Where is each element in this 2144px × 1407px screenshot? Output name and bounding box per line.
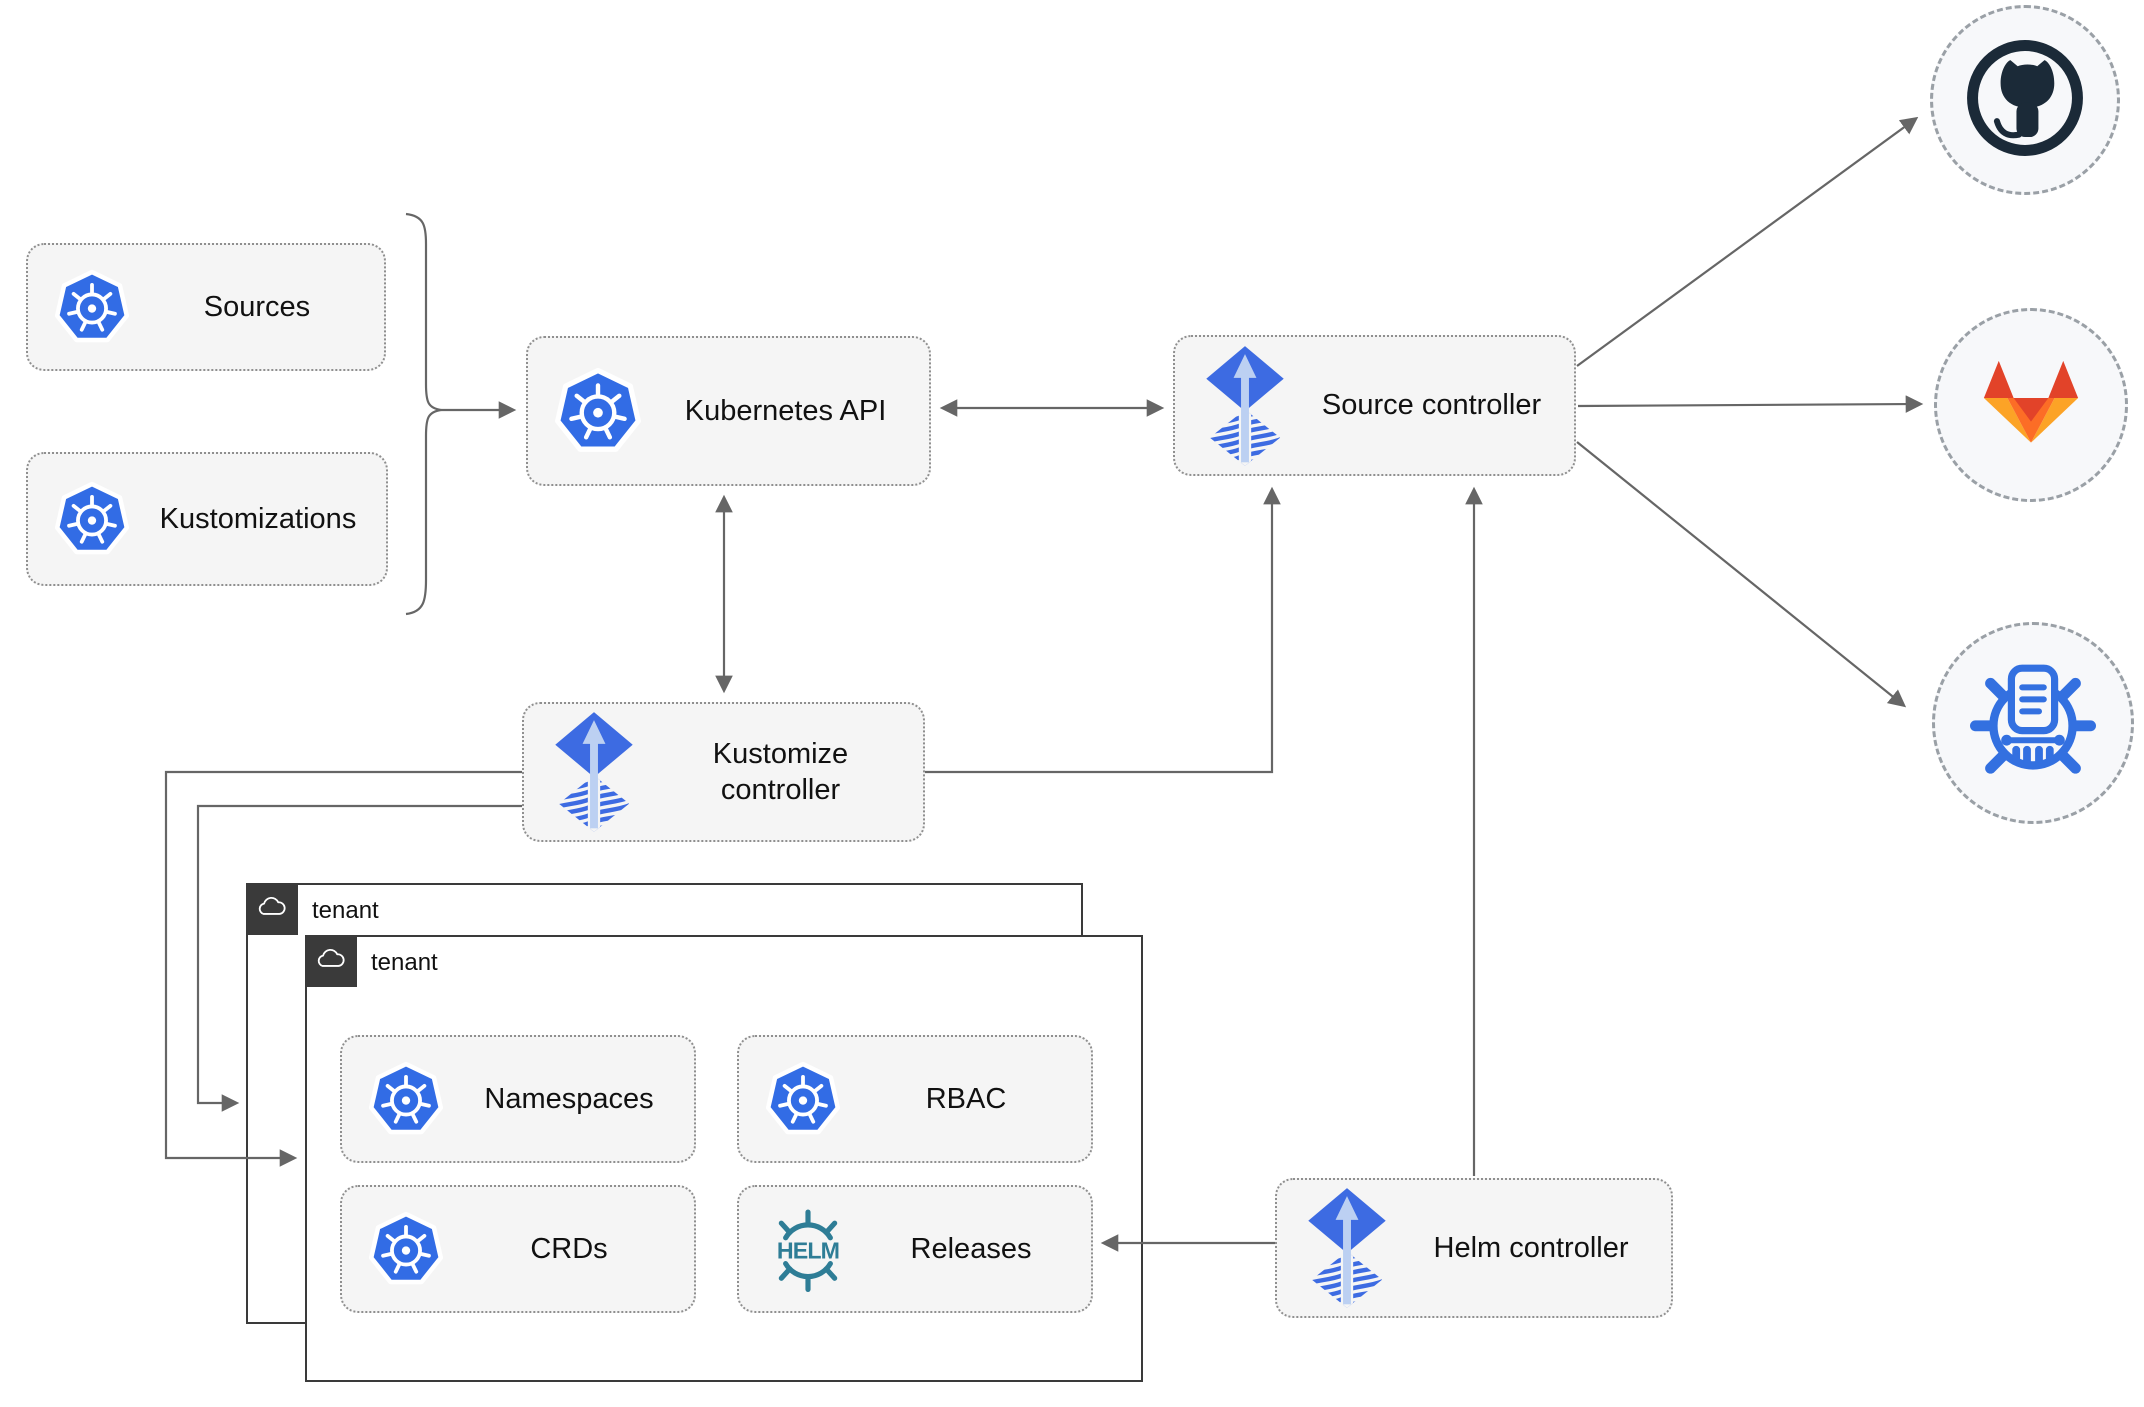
node-rbac-label: RBAC [925, 1082, 1007, 1115]
arrow-source-to-harbor [1576, 441, 1907, 708]
node-source-controller-label: Source controller [1321, 389, 1542, 422]
kubernetes-icon [554, 367, 642, 455]
tenant-tab [305, 935, 357, 987]
node-namespaces-label: Namespaces [484, 1082, 654, 1115]
gitlab-icon [1969, 353, 2093, 458]
node-kustomizations: Kustomizations [26, 452, 388, 586]
tenant-label: tenant [312, 897, 379, 924]
node-kubernetes-api: Kubernetes API [526, 336, 931, 486]
flux-icon [550, 712, 638, 832]
kubernetes-icon [368, 1061, 444, 1137]
arrow-source-to-gitlab [1577, 395, 1924, 413]
node-crds: CRDs [340, 1185, 696, 1313]
flux-icon [1303, 1188, 1391, 1308]
kubernetes-icon [368, 1211, 444, 1287]
flux-icon [1201, 346, 1289, 466]
node-helm-controller: Helm controller [1275, 1178, 1673, 1318]
github-icon [1964, 37, 2086, 164]
node-source-controller: Source controller [1173, 335, 1576, 476]
arrow-source-to-github [1576, 116, 1919, 367]
harbor-icon [1961, 649, 2105, 798]
remote-github [1930, 5, 2120, 195]
cloud-icon [256, 896, 288, 923]
node-crds-label: CRDs [530, 1232, 608, 1265]
kubernetes-icon [54, 269, 130, 345]
tenant-label: tenant [371, 949, 438, 976]
arrow-kustomize-to-source-controller [925, 486, 1281, 774]
node-kustomize-controller: Kustomize controller [522, 702, 925, 842]
cloud-icon [315, 948, 347, 975]
brace-sources-kustomizations [405, 212, 442, 616]
node-releases-label: Releases [910, 1232, 1032, 1265]
node-kustomizations-label: Kustomizations [159, 502, 357, 535]
helm-icon [765, 1206, 851, 1292]
kubernetes-icon [54, 481, 130, 557]
remote-gitlab [1934, 308, 2128, 502]
node-kubernetes-api-label: Kubernetes API [684, 394, 887, 427]
remote-harbor [1932, 622, 2134, 824]
node-kustomize-controller-label: Kustomize controller [712, 737, 849, 806]
node-helm-controller-label: Helm controller [1433, 1231, 1629, 1264]
node-sources: Sources [26, 243, 386, 371]
tenant-tab [246, 883, 298, 935]
node-releases: Releases [737, 1185, 1093, 1313]
node-namespaces: Namespaces [340, 1035, 696, 1163]
kubernetes-icon [765, 1061, 841, 1137]
node-sources-label: Sources [203, 290, 311, 323]
node-rbac: RBAC [737, 1035, 1093, 1163]
